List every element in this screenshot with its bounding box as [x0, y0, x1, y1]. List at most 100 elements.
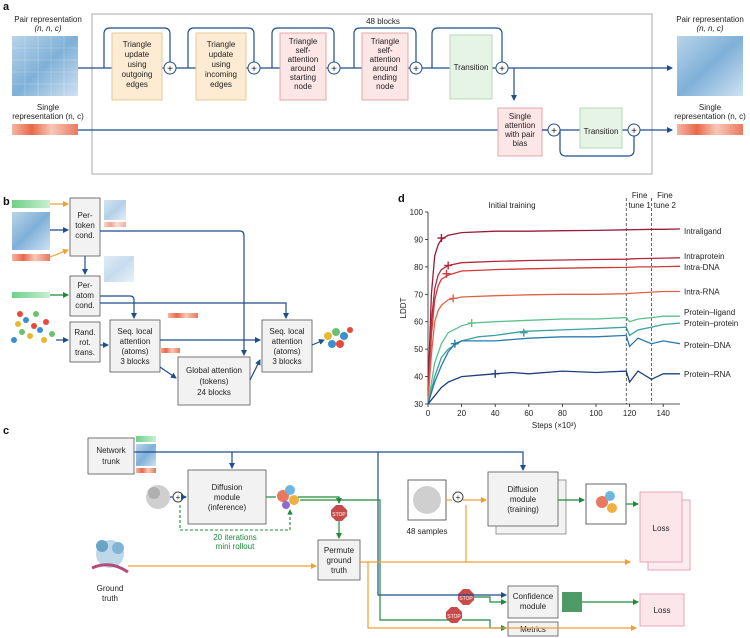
c-stop-sign-3: [446, 607, 462, 623]
c-mini-rollout-label: mini rollout: [216, 542, 255, 551]
series-line-5: [427, 322, 681, 405]
panel-label-d: d: [398, 193, 405, 205]
single-rep-left-bar: [12, 124, 78, 135]
triangle-incoming-box: [195, 32, 247, 101]
transition-2-label: Transition: [584, 127, 619, 136]
svg-text:+: +: [167, 64, 173, 75]
rand-rot-trans-label: Rand.rot.trans.: [74, 328, 95, 357]
panel-label-b: b: [3, 196, 10, 208]
b-output-structure: [324, 327, 353, 348]
single-rep-right-line1: Single: [699, 103, 722, 112]
y-tick-label: 50: [414, 345, 423, 354]
triangle-outgoing-box: [111, 32, 163, 101]
pair-rep-left-dims: (n, n, c): [34, 24, 61, 33]
c-iterations-label: 20 iterations: [213, 533, 257, 542]
loss-box-2: [639, 593, 685, 627]
b-input-single-bar: [12, 254, 50, 261]
block-stack-frame: [91, 13, 653, 175]
confidence-module-box: [507, 585, 559, 619]
series-line-7: [427, 370, 680, 405]
y-tick-label: 100: [410, 208, 424, 217]
loss-box-1: [639, 491, 683, 563]
b-connectors: [49, 201, 325, 381]
c-plus-text-1: +: [176, 493, 181, 502]
pair-rep-left-heatmap: [12, 36, 78, 96]
svg-text:+: +: [499, 64, 505, 75]
panel-label-c: c: [3, 425, 9, 437]
svg-text:+: +: [551, 126, 557, 137]
x-tick-label: 80: [558, 409, 567, 418]
c-plus-node-2: [452, 491, 464, 503]
b-token-heatmap-small: [104, 200, 126, 220]
panel-label-a: a: [3, 1, 10, 13]
svg-text:+: +: [413, 64, 419, 75]
loss-label-2: Loss: [654, 606, 671, 615]
c-plus-text-2: +: [456, 493, 461, 502]
series-line-4: [427, 315, 680, 405]
permute-ground-truth-box: [317, 539, 361, 581]
c-trunk-green-bar: [136, 436, 156, 442]
rand-rot-trans-box: [69, 321, 101, 363]
svg-text:+: +: [631, 126, 637, 137]
pair-rep-right-dims: (n, n, c): [696, 24, 723, 33]
pair-rep-left-grid: [12, 36, 78, 96]
y-tick-label: 70: [414, 290, 423, 299]
triangle-attention-start-box: [279, 32, 327, 101]
b-atom-green-bar: [12, 292, 50, 298]
series-label-2: Intra-DNA: [684, 263, 720, 272]
pair-rep-right-title: Pair representation: [676, 15, 744, 24]
loss-label-1: Loss: [653, 524, 670, 533]
b-atom-heatmap-small: [104, 256, 134, 282]
diffusion-training-box: [487, 471, 559, 527]
global-attention-box: [177, 356, 251, 406]
single-attention-box: [497, 107, 543, 157]
series-line-2: [427, 265, 681, 399]
blocks-count-label: 48 blocks: [366, 17, 400, 26]
residual-arcs: [103, 27, 635, 157]
per-token-cond-box: [69, 197, 101, 257]
y-tick-label: 40: [414, 373, 423, 382]
seq-local-attention-2-box: [261, 319, 313, 373]
c-connectors: [128, 451, 639, 631]
b-low-single-bar: [160, 348, 180, 353]
transition-2-box: [579, 107, 623, 149]
transition-1-box: [449, 34, 493, 100]
c-samples-cloud: [413, 486, 441, 514]
series-label-6: Protein–DNA: [684, 341, 731, 350]
x-tick-label: 20: [457, 409, 466, 418]
single-rep-right-bar: [677, 124, 743, 135]
x-axis-label: Steps (×10³): [532, 421, 577, 430]
pair-rep-right-heatmap: [677, 36, 743, 96]
single-rep-right-line2: representation (n, c): [674, 112, 746, 121]
c-ground-truth-structure: [91, 540, 129, 574]
series-label-5: Protein–protein: [684, 319, 738, 328]
x-tick-label: 0: [426, 409, 431, 418]
series-line-3: [427, 290, 680, 402]
transition-1-label: Transition: [454, 63, 489, 72]
c-rollout-loop: [179, 505, 293, 531]
y-axis-label: LDDT: [399, 297, 408, 318]
triangle-attention-end-box: [361, 32, 409, 101]
series-label-3: Intra-RNA: [684, 288, 720, 297]
series-line-1: [427, 257, 681, 396]
x-tick-label: 60: [524, 409, 533, 418]
x-tick-label: 120: [623, 409, 637, 418]
metrics-label: Metrics: [520, 625, 546, 634]
